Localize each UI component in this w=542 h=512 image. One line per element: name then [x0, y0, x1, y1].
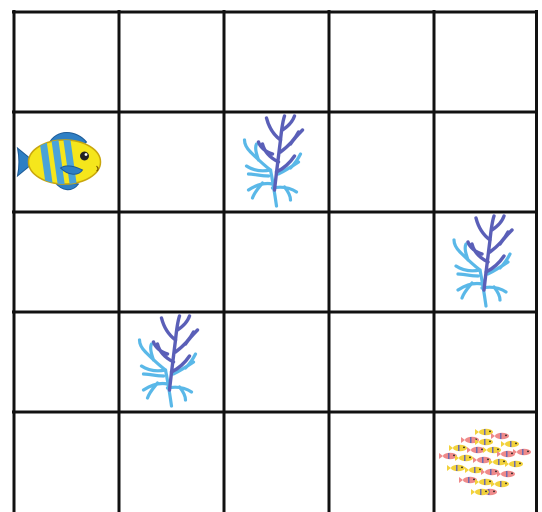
grid-cell-r3-c3[interactable] [329, 312, 434, 412]
grid-cell-r2-c1[interactable] [119, 212, 224, 312]
game-board [12, 10, 538, 512]
grid-cell-r1-c4[interactable] [434, 112, 538, 212]
grid [12, 10, 538, 512]
grid-cell-r3-c2[interactable] [224, 312, 329, 412]
grid-cell-r2-c3[interactable] [329, 212, 434, 312]
grid-cell-r4-c3[interactable] [329, 412, 434, 512]
grid-cell-r4-c0[interactable] [14, 412, 119, 512]
grid-cell-r1-c3[interactable] [329, 112, 434, 212]
grid-cell-r0-c4[interactable] [434, 12, 538, 112]
grid-cell-r4-c2[interactable] [224, 412, 329, 512]
grid-cell-r0-c2[interactable] [224, 12, 329, 112]
grid-cell-r0-c0[interactable] [14, 12, 119, 112]
grid-cell-r0-c3[interactable] [329, 12, 434, 112]
grid-cell-r1-c1[interactable] [119, 112, 224, 212]
grid-cell-r4-c1[interactable] [119, 412, 224, 512]
grid-cell-r0-c1[interactable] [119, 12, 224, 112]
grid-cell-r2-c0[interactable] [14, 212, 119, 312]
grid-cell-r3-c0[interactable] [14, 312, 119, 412]
grid-cell-r3-c4[interactable] [434, 312, 538, 412]
grid-cell-r2-c2[interactable] [224, 212, 329, 312]
